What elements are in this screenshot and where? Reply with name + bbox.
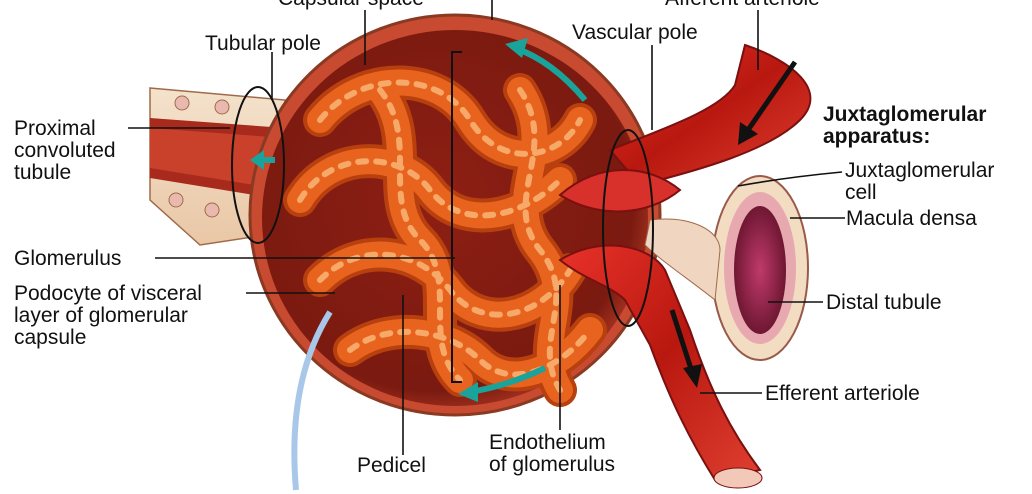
label-macula-densa: Macula densa (846, 208, 977, 230)
label-efferent-arteriole: Efferent arteriole (765, 383, 920, 405)
label-podocyte: Podocyte of visceral layer of glomerular… (14, 283, 202, 349)
label-glomerulus: Glomerulus (14, 248, 121, 270)
label-endothelium: Endothelium of glomerulus (489, 432, 615, 476)
label-distal-tubule: Distal tubule (826, 292, 942, 314)
label-tubular-pole: Tubular pole (205, 33, 321, 55)
label-vascular-pole: Vascular pole (572, 22, 698, 44)
label-pedicel: Pedicel (357, 455, 426, 477)
label-afferent-arteriole: Afferent arteriole (665, 0, 820, 10)
label-proximal-tubule: Proximal convoluted tubule (14, 118, 116, 184)
label-juxtaglomerular-apparatus: Juxtaglomerular apparatus: (823, 104, 986, 148)
label-capsular-space: Capsular space (278, 0, 424, 10)
label-juxtaglomerular-cell: Juxtaglomerular cell (845, 160, 994, 204)
